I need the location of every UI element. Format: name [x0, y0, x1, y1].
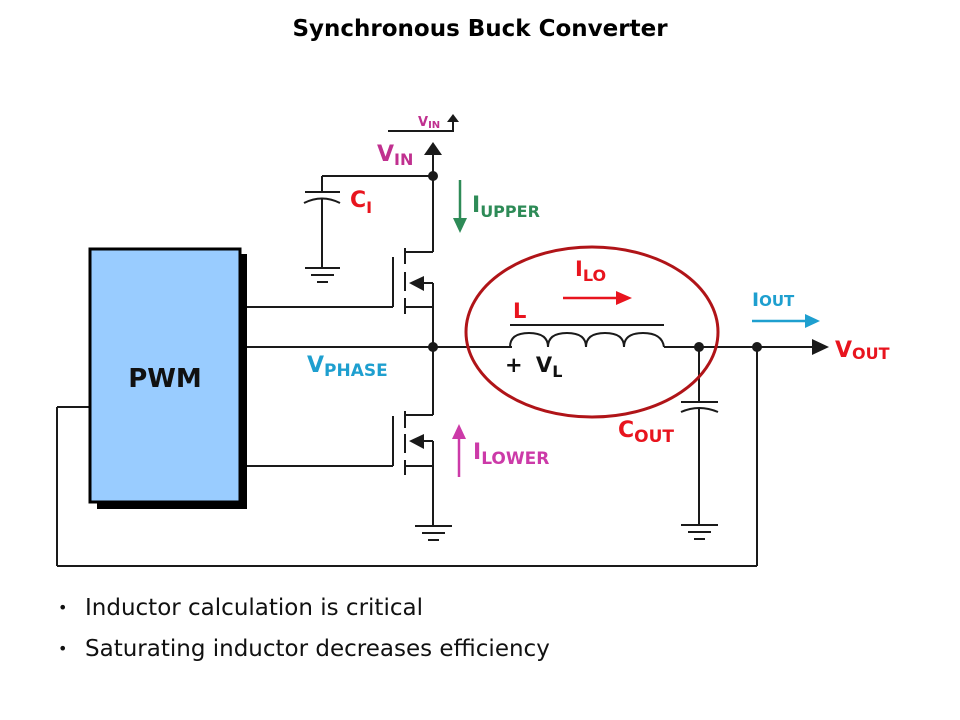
ilo-arrowhead: [616, 291, 632, 305]
ilo-label: ILO: [575, 257, 606, 285]
vin-small-label: VIN: [418, 115, 440, 131]
iout-label: IOUT: [752, 289, 795, 311]
pwm-block: PWM: [88, 247, 247, 509]
lower-fet-body-diode: [409, 434, 424, 449]
inductor-coil: [509, 331, 665, 348]
inductor-highlight-ring: [464, 245, 720, 419]
upper-fet-body-diode: [409, 276, 424, 291]
vin-arrowhead: [424, 142, 442, 155]
vout-label: VOUT: [835, 338, 890, 363]
vin-label: VIN: [377, 142, 413, 169]
vl-label: + VL: [505, 353, 562, 381]
ilower-arrowhead: [452, 424, 466, 439]
pwm-label: PWM: [128, 364, 202, 394]
vin-junction-dot: [428, 171, 438, 181]
bullet-list: Inductor calculation is critical Saturat…: [58, 592, 550, 674]
bullet-item: Inductor calculation is critical: [58, 592, 550, 633]
cout-label: COUT: [618, 418, 674, 447]
ci-label: CI: [350, 188, 372, 217]
bullet-item: Saturating inductor decreases efficiency: [58, 633, 550, 674]
schematic-markers: [409, 114, 829, 449]
pwm-box: [88, 247, 242, 504]
slide-title: Synchronous Buck Converter: [292, 16, 668, 42]
iupper-arrowhead: [453, 218, 467, 233]
vout-arrowhead: [812, 339, 829, 355]
cout-junction-dot: [694, 342, 704, 352]
ilower-label: ILOWER: [473, 440, 549, 469]
inductor-label: L: [513, 299, 526, 323]
phase-junction-dot: [428, 342, 438, 352]
iout-arrowhead: [805, 314, 820, 328]
vphase-label: VPHASE: [307, 353, 388, 381]
feedback-junction-dot: [752, 342, 762, 352]
iupper-label: IUPPER: [472, 193, 540, 221]
ci-plate-bottom: [303, 197, 341, 204]
